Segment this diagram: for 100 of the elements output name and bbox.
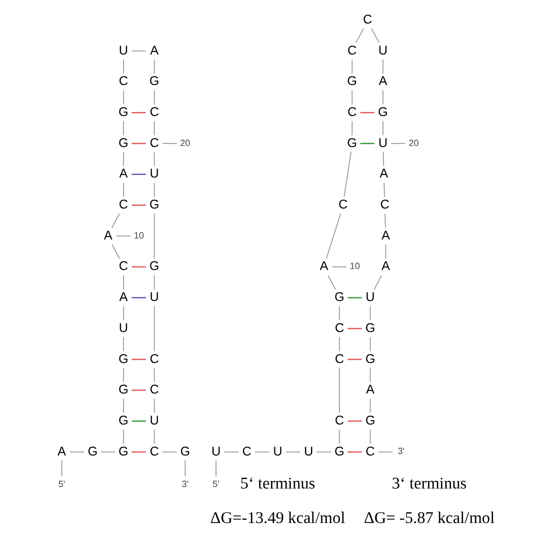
- node-text: C: [242, 444, 252, 458]
- node-text: C: [362, 12, 372, 26]
- node-text: 10: [350, 261, 360, 272]
- connector: [154, 90, 155, 105]
- connector: [348, 358, 362, 360]
- node-text: A: [380, 166, 388, 181]
- connector: [348, 328, 362, 330]
- connector: [132, 142, 146, 144]
- connector: [123, 90, 124, 105]
- label: ΔG=-13.49 kcal/mol: [210, 508, 346, 528]
- node-text: C: [348, 43, 357, 58]
- node-text: C: [150, 104, 159, 119]
- node-text: G: [347, 136, 358, 150]
- node-text: 3': [182, 478, 189, 489]
- node-text: A: [104, 228, 112, 242]
- connector: [385, 244, 386, 260]
- node-text: U: [378, 136, 388, 150]
- connector: [370, 368, 371, 382]
- node-text: G: [347, 74, 358, 88]
- connector: [123, 182, 124, 198]
- node-text: A: [119, 166, 128, 181]
- connector: [132, 174, 146, 175]
- node-text: 5': [212, 478, 220, 489]
- connector: [123, 368, 124, 382]
- connector: [132, 420, 146, 422]
- connector: [132, 204, 146, 206]
- node-text: G: [149, 259, 160, 274]
- connector: [154, 59, 155, 74]
- connector: [384, 213, 386, 228]
- connector: [360, 112, 374, 114]
- connector: [338, 367, 340, 414]
- connector: [61, 460, 62, 477]
- node-text: C: [150, 352, 159, 366]
- node-text: C: [348, 104, 357, 119]
- node-text: U: [211, 444, 221, 458]
- connector: [384, 182, 385, 198]
- connector: [123, 336, 124, 352]
- connector: [352, 59, 353, 74]
- node-text: 20: [180, 138, 190, 148]
- node-text: G: [334, 444, 344, 458]
- connector: [370, 398, 371, 414]
- label: 3‘ terminus: [392, 474, 467, 493]
- node-text: U: [378, 43, 388, 58]
- connector: [132, 358, 146, 360]
- node-text: G: [149, 198, 160, 212]
- label: ΔG= -5.87 kcal/mol: [364, 508, 495, 528]
- node-text: U: [273, 444, 282, 458]
- connector: [370, 429, 371, 444]
- node-text: G: [365, 320, 376, 335]
- connector: [371, 28, 380, 44]
- connector: [352, 120, 353, 136]
- connector: [184, 460, 186, 477]
- connector: [123, 274, 124, 290]
- connector: [382, 90, 384, 105]
- node-text: G: [118, 104, 128, 119]
- node-text: G: [378, 104, 388, 119]
- connector: [154, 120, 155, 136]
- connector: [132, 112, 146, 114]
- node-text: U: [118, 43, 128, 58]
- connector: [338, 306, 340, 321]
- connector: [348, 420, 362, 422]
- node-text: 20: [408, 138, 419, 148]
- node-text: C: [150, 136, 159, 150]
- node-text: 3': [398, 446, 404, 456]
- connector: [154, 429, 155, 444]
- node-text: A: [58, 444, 66, 458]
- connector: [332, 266, 347, 268]
- connector: [328, 274, 336, 290]
- connector: [344, 151, 352, 198]
- node-text: G: [118, 444, 128, 458]
- node-text: C: [366, 444, 375, 458]
- connector: [382, 152, 384, 167]
- node-text: G: [334, 290, 344, 304]
- node-text: G: [180, 444, 190, 458]
- node-text: U: [118, 320, 128, 335]
- node-text: A: [381, 228, 390, 242]
- connector: [154, 306, 155, 352]
- node-text: C: [150, 382, 159, 397]
- node-text: U: [304, 444, 314, 458]
- node-text: A: [381, 259, 390, 274]
- node-text: A: [119, 290, 128, 304]
- node-text: U: [150, 166, 159, 181]
- connector: [338, 429, 340, 444]
- connector: [338, 336, 340, 352]
- connector: [123, 306, 124, 321]
- node-text: C: [118, 259, 128, 274]
- connector: [112, 213, 120, 228]
- node-text: G: [118, 136, 128, 150]
- node-text: C: [150, 444, 159, 458]
- connector: [352, 90, 353, 105]
- connector: [132, 390, 146, 391]
- connector: [112, 244, 120, 260]
- connector: [132, 266, 146, 268]
- node-text: U: [150, 413, 159, 428]
- node-text: A: [378, 74, 388, 88]
- connector: [154, 182, 155, 198]
- connector: [374, 274, 382, 290]
- connector: [132, 297, 146, 298]
- node-text: 5': [58, 478, 66, 489]
- connector: [356, 28, 364, 44]
